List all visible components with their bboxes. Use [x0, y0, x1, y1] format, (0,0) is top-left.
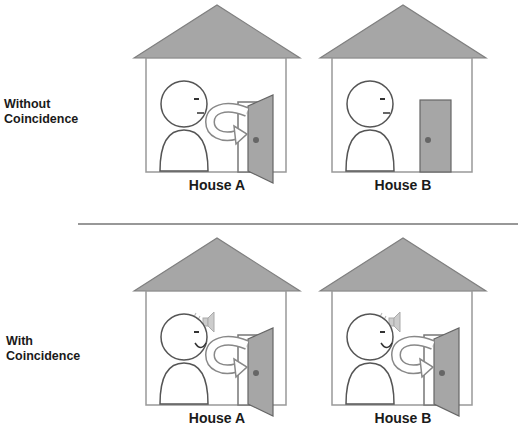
- house-outline: [132, 3, 302, 198]
- row-label: With Coincidence: [6, 334, 82, 364]
- row-label: Without Coincidence: [4, 97, 80, 127]
- house-shape: House A: [132, 236, 302, 431]
- house-label: House B: [318, 410, 488, 426]
- house-shape: House A: [132, 3, 302, 198]
- house-roof: [134, 238, 300, 291]
- house-shape: House B: [318, 3, 488, 198]
- divider-line: [78, 223, 518, 224]
- house-roof: [320, 5, 486, 58]
- house-wall: [146, 291, 286, 405]
- house-label: House A: [132, 177, 302, 193]
- house-roof: [134, 5, 300, 58]
- house-label: House A: [132, 410, 302, 426]
- house-wall: [332, 291, 472, 405]
- house-label: House B: [318, 177, 488, 193]
- house-shape: House B: [318, 236, 488, 431]
- house-wall: [146, 58, 286, 172]
- house-outline: [132, 236, 302, 431]
- house-wall: [332, 58, 472, 172]
- house-outline: [318, 3, 488, 198]
- house-outline: [318, 236, 488, 431]
- house-roof: [320, 238, 486, 291]
